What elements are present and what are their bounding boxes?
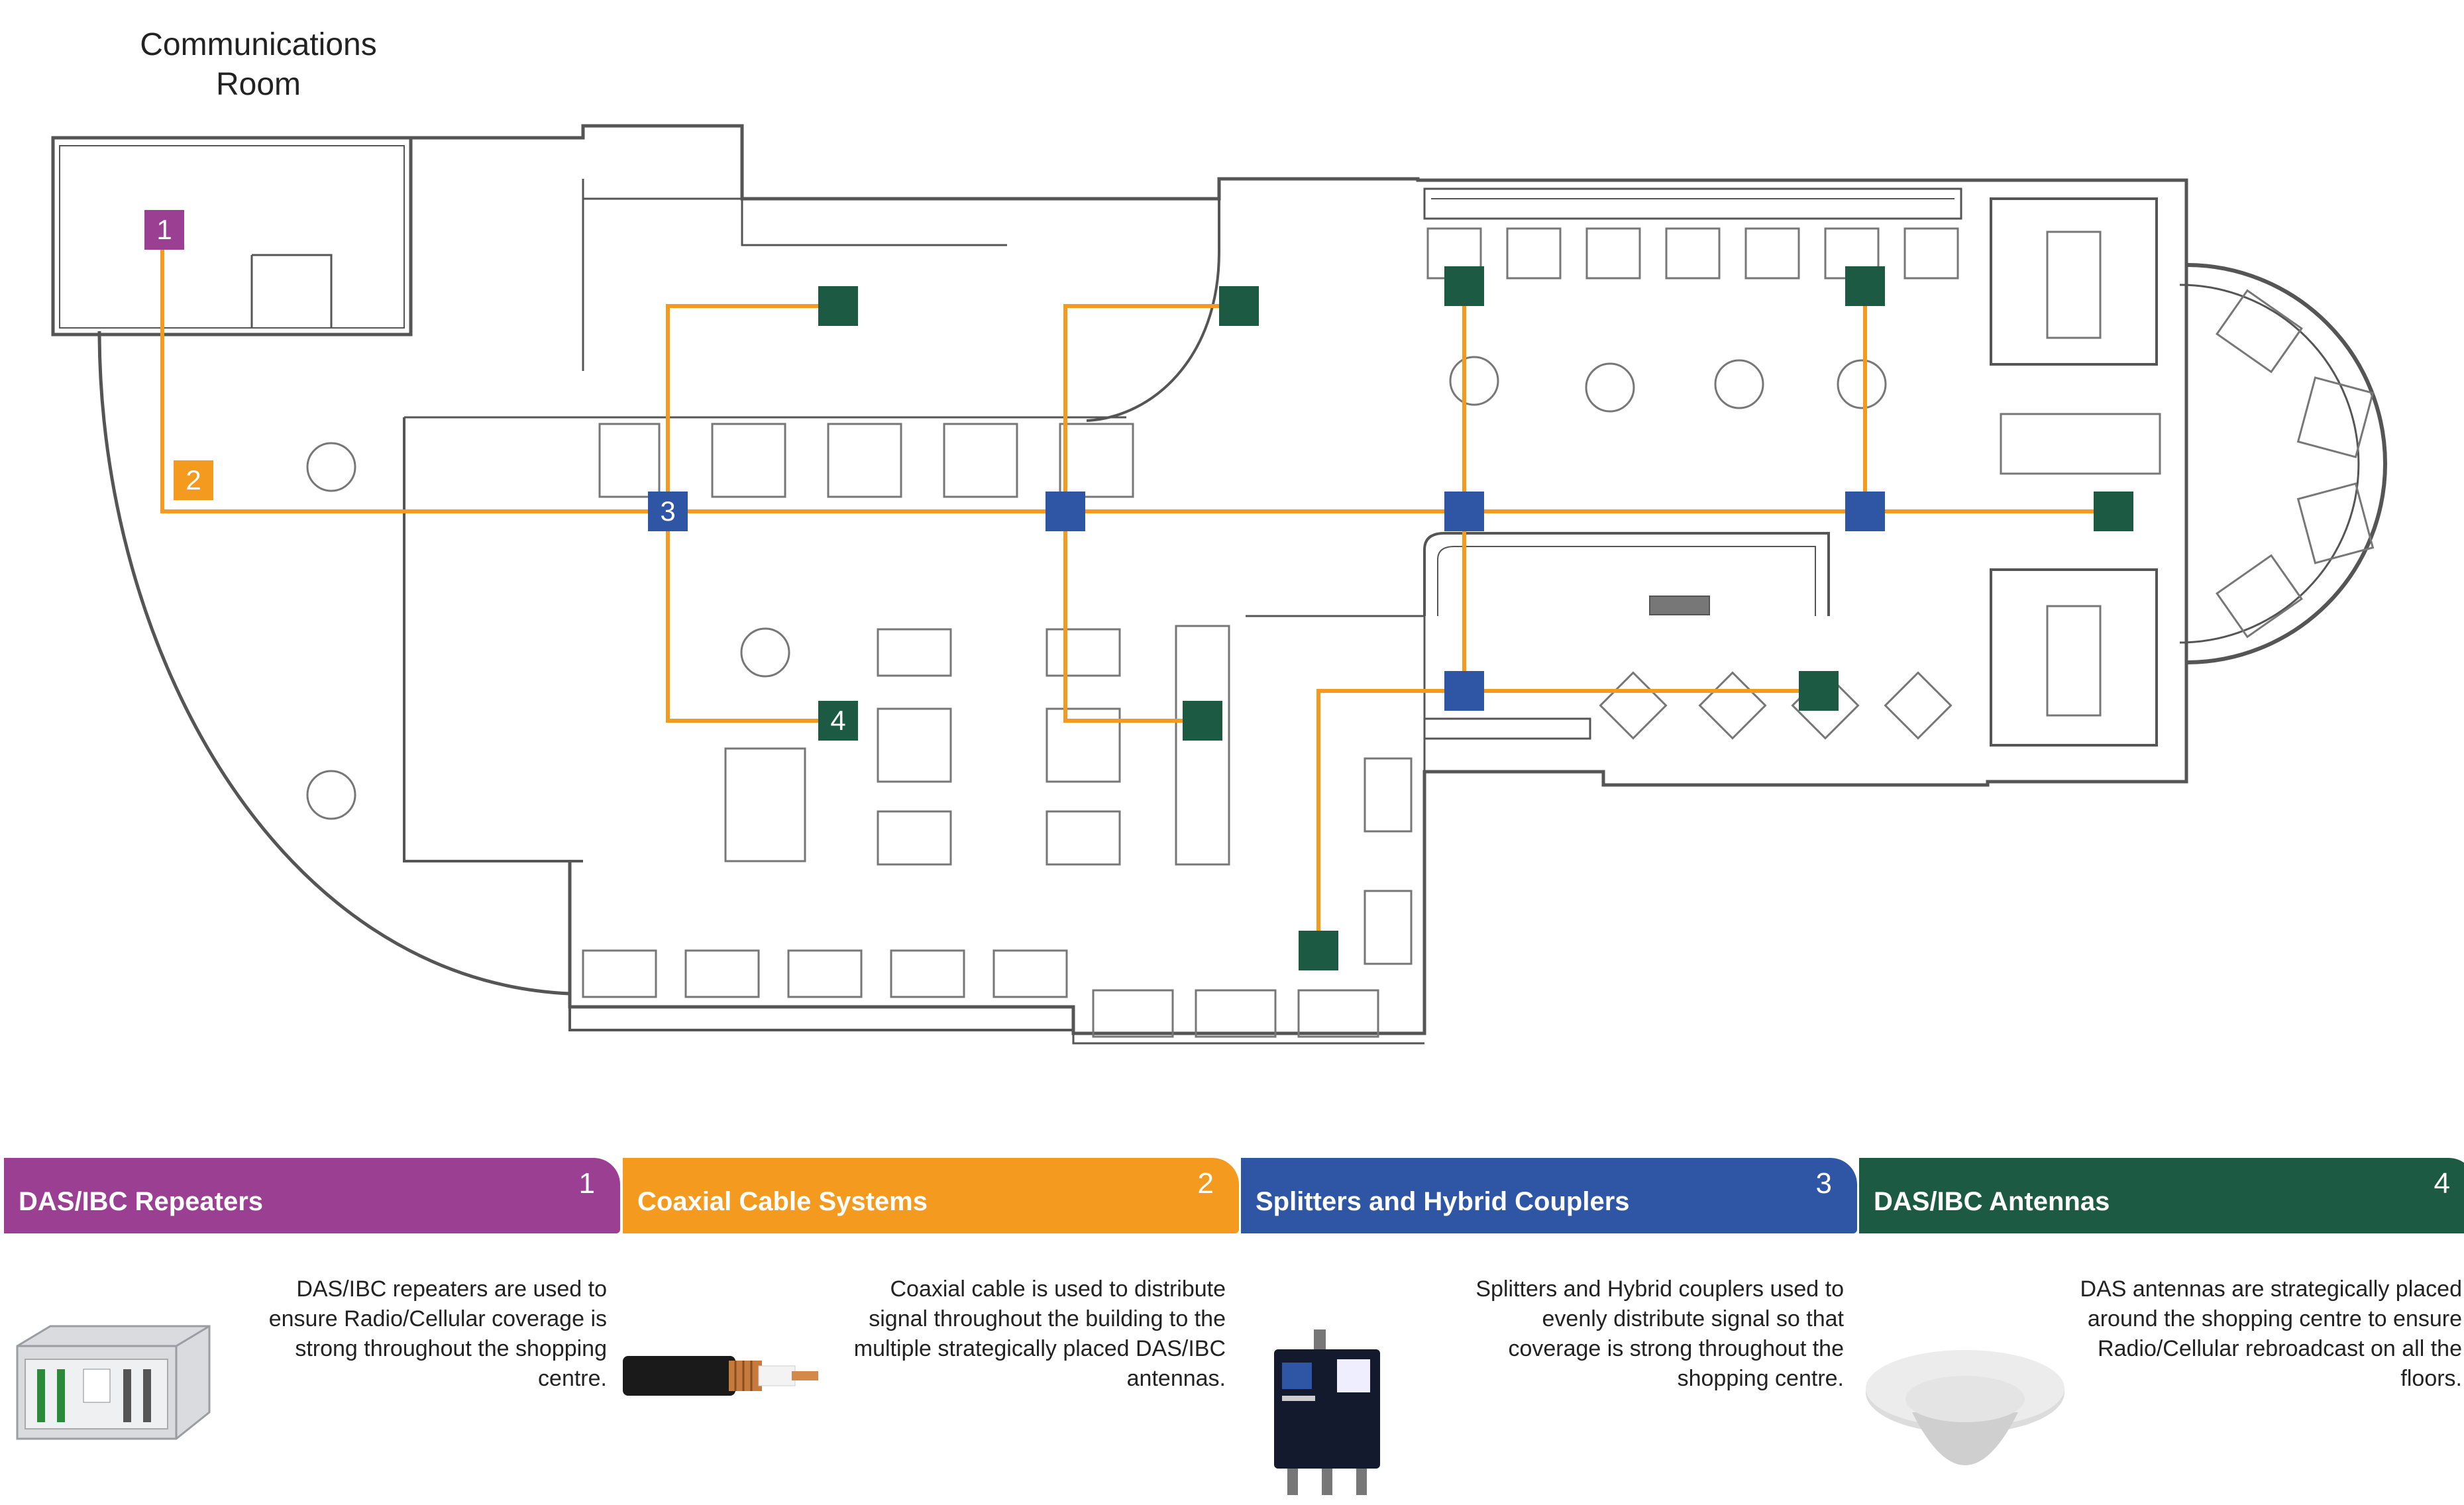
svg-text:1: 1 (156, 214, 172, 245)
legend-header: DAS/IBC Repeaters 1 (4, 1158, 620, 1233)
antenna-marker[interactable] (1183, 701, 1222, 741)
svg-text:4: 4 (830, 705, 845, 736)
legend-header: Splitters and Hybrid Couplers 3 (1241, 1158, 1857, 1233)
repeater-rack-icon (16, 1325, 211, 1440)
communications-room-label: Communications Room (140, 27, 377, 102)
splitter-marker[interactable] (1444, 671, 1484, 711)
dome-antenna-icon (1866, 1350, 2064, 1465)
booth-seating (598, 227, 2161, 866)
repeater-marker[interactable]: 1 (144, 210, 184, 250)
cable-marker[interactable]: 2 (174, 460, 213, 500)
splitter-marker[interactable] (1444, 492, 1484, 531)
svg-text:2: 2 (186, 464, 201, 495)
splitter-marker[interactable] (1845, 492, 1885, 531)
antenna-marker[interactable]: 4 (818, 701, 858, 741)
coaxial-cable-runs (160, 231, 2114, 951)
coaxial-cable-icon (623, 1356, 818, 1396)
legend-card-antennas: DAS/IBC Antennas 4 DAS antennas are stra… (1859, 1158, 2464, 1465)
legend-card-repeaters: DAS/IBC Repeaters 1 DAS/IBC repeaters ar… (4, 1158, 620, 1440)
conference-table (2046, 231, 2102, 717)
round-table-set (306, 356, 1887, 820)
antenna-marker[interactable] (1845, 266, 1885, 306)
outdoor-seating (582, 757, 1413, 1038)
building-walls (51, 124, 2387, 1045)
floor-plan: 1 2 3 4 (51, 124, 2387, 1045)
antenna-marker[interactable] (2094, 492, 2133, 531)
furniture-layout (306, 227, 2375, 1038)
legend-header: DAS/IBC Antennas 4 (1859, 1158, 2464, 1233)
bay-seating (2216, 289, 2375, 639)
antenna-marker[interactable] (1219, 286, 1259, 326)
antenna-marker[interactable] (818, 286, 858, 326)
legend-header: Coaxial Cable Systems 2 (623, 1158, 1239, 1233)
antenna-marker[interactable] (1444, 266, 1484, 306)
splitter-marker[interactable]: 3 (648, 492, 688, 531)
antenna-marker[interactable] (1799, 671, 1839, 711)
splitter-box-icon (1274, 1329, 1380, 1495)
legend-card-cable: Coaxial Cable Systems 2 Coaxial cable is… (623, 1158, 1239, 1432)
diamond-tables (1599, 671, 1953, 740)
antenna-marker[interactable] (1299, 931, 1338, 970)
svg-text:3: 3 (660, 495, 675, 527)
legend-card-splitters: Splitters and Hybrid Couplers 3 Splitter… (1241, 1158, 1857, 1495)
splitter-marker[interactable] (1045, 492, 1085, 531)
